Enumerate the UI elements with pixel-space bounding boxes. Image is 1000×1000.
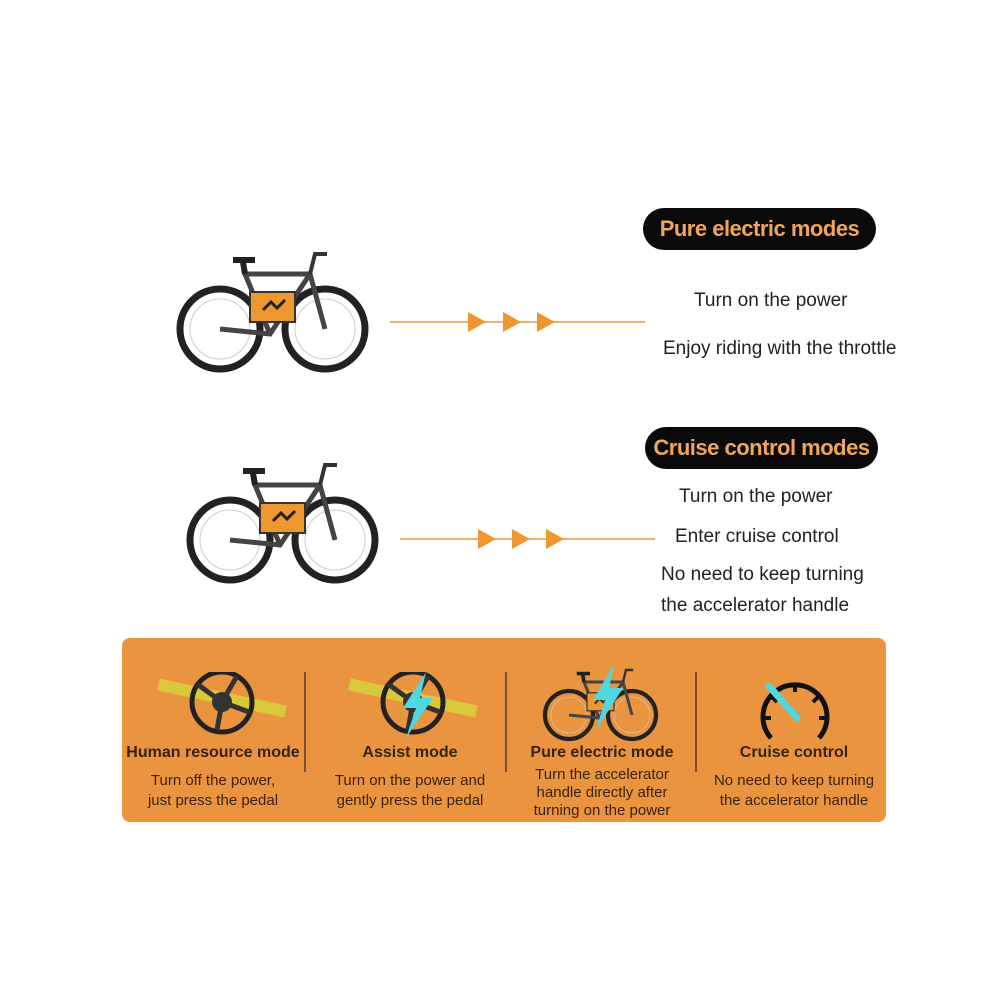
step-text: Enter cruise control [675, 526, 839, 547]
pure-electric-title: Pure electric modes [643, 208, 876, 250]
modes-panel: Human resource mode Turn off the power,j… [122, 638, 886, 822]
arrow-icon [468, 312, 486, 332]
arrow-icon [512, 529, 530, 549]
crank-icon [157, 672, 287, 738]
divider [695, 672, 697, 772]
divider [505, 672, 507, 772]
step-text: the accelerator handle [661, 595, 850, 616]
step-text: Turn on the power [679, 486, 833, 507]
arrow-icon [478, 529, 496, 549]
ebike-image [175, 244, 375, 374]
speedometer-icon [760, 682, 830, 740]
bike-icon [542, 664, 662, 742]
mode-title: Assist mode [362, 744, 458, 761]
step-text: Turn on the power [694, 290, 848, 311]
step-text: No need to keep turning [661, 564, 864, 585]
mode-title: Pure electric mode [530, 744, 674, 761]
arrow-icon [546, 529, 564, 549]
step-text: Enjoy riding with the throttle [663, 338, 897, 359]
crank-lightning-icon [348, 672, 478, 738]
divider [304, 672, 306, 772]
arrow-icon [537, 312, 555, 332]
mode-title: Cruise control [739, 744, 849, 761]
mode-desc: Turn off the power,just press the pedal [147, 772, 279, 809]
ebike-image [185, 455, 385, 585]
cruise-title: Cruise control modes [645, 427, 878, 469]
mode-human: Human resource mode Turn off the power,j… [122, 638, 304, 822]
mode-title: Human resource mode [126, 744, 300, 761]
arrow-icon [503, 312, 521, 332]
